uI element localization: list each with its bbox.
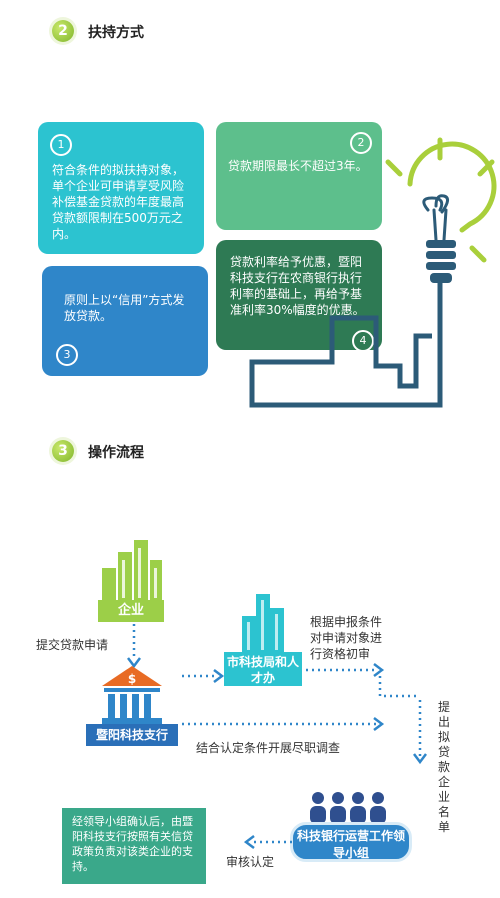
enterprise-building-icon <box>102 540 162 604</box>
step-propose-text: 提出拟贷款企业名单 <box>438 700 451 834</box>
group-people-icon <box>310 792 386 824</box>
support-card-3: 原则上以“信用”方式发放贷款。 3 <box>42 266 208 376</box>
card-number-icon: 4 <box>352 330 374 352</box>
support-card-4: 贷款利率给予优惠，暨阳科技支行在农商银行执行利率的基础上，再给予基准利率30%幅… <box>216 240 382 352</box>
section-number-badge: 2 <box>52 20 74 42</box>
card-text: 贷款期限最长不超过3年。 <box>228 159 368 173</box>
flow-connectors <box>182 663 427 765</box>
lightbulb-icon <box>249 137 497 408</box>
card-number-icon: 1 <box>50 134 72 156</box>
svg-text:$: $ <box>128 672 136 686</box>
bank-icon: $ <box>102 666 162 724</box>
group-label: 科技银行运营工作领导小组 <box>290 822 412 862</box>
bureau-tower-icon <box>242 594 284 654</box>
card-text: 原则上以“信用”方式发放贷款。 <box>64 293 185 323</box>
step-submit-text: 提交贷款申请 <box>36 638 109 652</box>
section-number-badge: 3 <box>52 440 74 462</box>
flow-arrow-left <box>244 835 292 849</box>
card-text: 符合条件的拟扶持对象，单个企业可申请享受风险补偿基金贷款的年度最高贷款额限制在5… <box>52 163 185 241</box>
bank-label: 暨阳科技支行 <box>86 724 178 746</box>
final-result-box: 经领导小组确认后，由暨阳科技支行按照有关信贷政策负责对该类企业的支持。 <box>62 808 206 884</box>
step-investigate-text: 结合认定条件开展尽职调查 <box>196 741 341 755</box>
bureau-label: 市科技局和人才办 <box>224 652 302 686</box>
card-text: 贷款利率给予优惠，暨阳科技支行在农商银行执行利率的基础上，再给予基准利率30%幅… <box>230 255 365 317</box>
section-title: 扶持方式 <box>88 25 144 41</box>
support-card-1: 1 符合条件的拟扶持对象，单个企业可申请享受风险补偿基金贷款的年度最高贷款额限制… <box>38 122 204 254</box>
card-number-icon: 2 <box>350 132 372 154</box>
step-review-text: 根据申报条件对申请对象进行资格初审 <box>310 615 383 661</box>
step-confirm-text: 审核认定 <box>226 855 275 869</box>
card-number-icon: 3 <box>56 344 78 366</box>
support-card-2: 2 贷款期限最长不超过3年。 <box>216 122 382 230</box>
enterprise-label: 企业 <box>98 600 164 622</box>
section-title: 操作流程 <box>88 445 144 461</box>
flow-arrow-down <box>127 624 141 669</box>
final-text: 经领导小组确认后，由暨阳科技支行按照有关信贷政策负责对该类企业的支持。 <box>72 815 193 873</box>
